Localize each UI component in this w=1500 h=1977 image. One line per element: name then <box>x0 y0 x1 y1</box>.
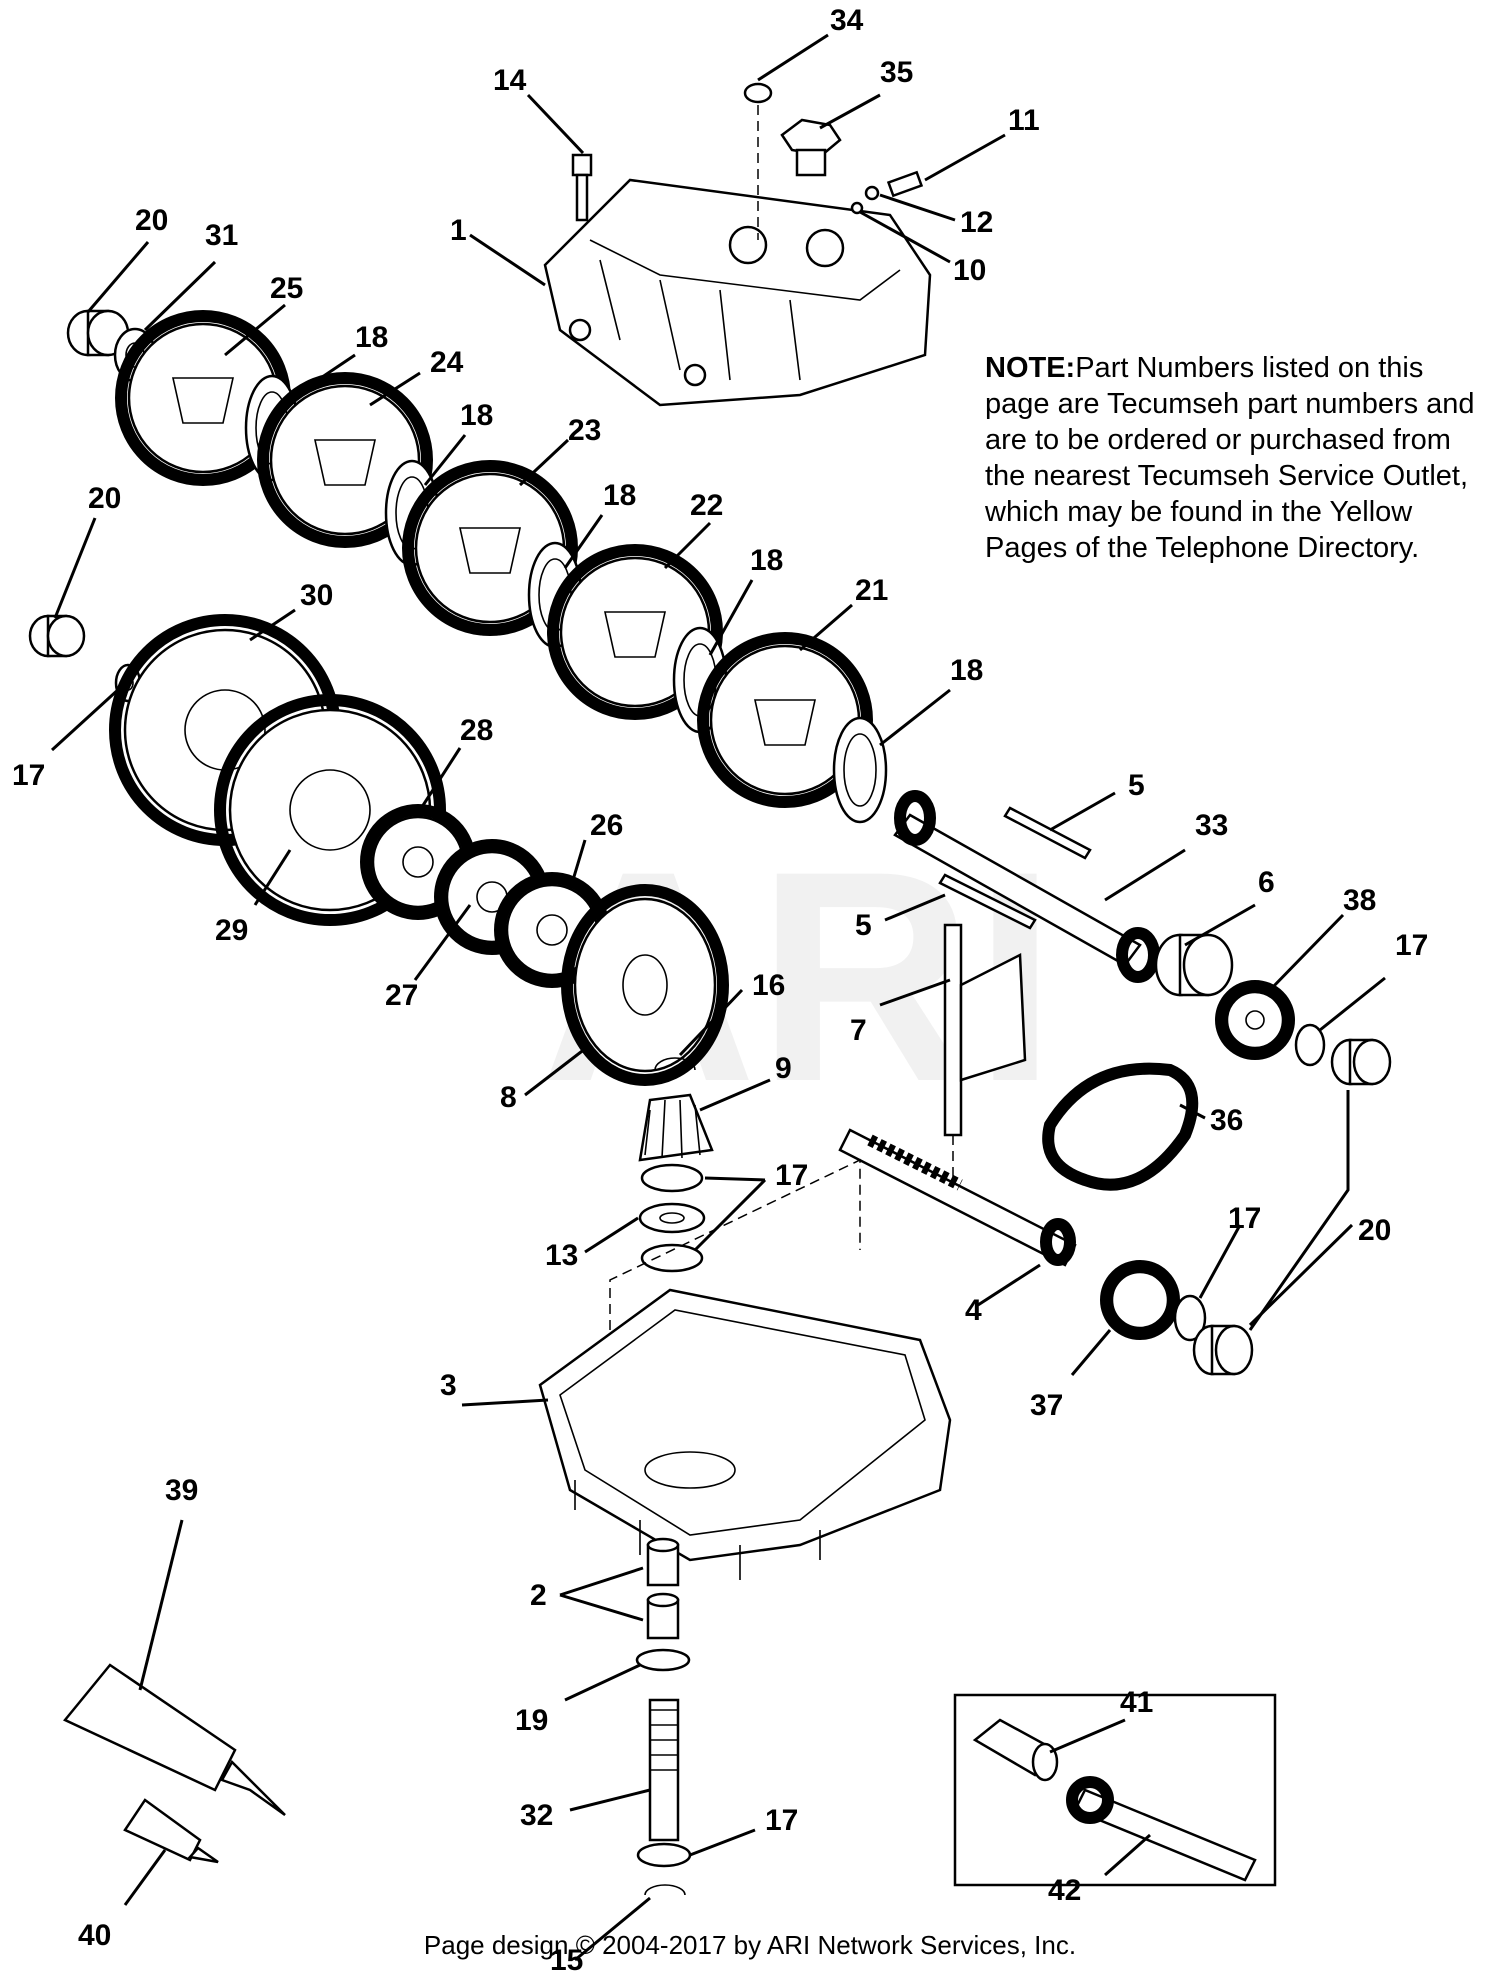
chain-36 <box>1042 1062 1199 1191</box>
washer-17-bottom <box>636 1842 692 1868</box>
bevel-pinion-9 <box>638 1093 714 1162</box>
callout-40: 40 <box>78 1919 111 1952</box>
callout-5-top: 5 <box>1128 769 1145 802</box>
callout-16: 16 <box>752 969 785 1002</box>
callout-1: 1 <box>450 214 467 247</box>
bevel-gear-8 <box>561 884 729 1086</box>
callout-10: 10 <box>953 254 986 287</box>
nut-34 <box>743 82 773 104</box>
callout-17-center: 17 <box>775 1159 808 1192</box>
callout-41: 41 <box>1120 1686 1153 1719</box>
shaft-4 <box>838 1128 1077 1267</box>
washer-17-lower <box>1173 1294 1207 1342</box>
housing-cover <box>543 178 932 407</box>
callout-17-right: 17 <box>1395 929 1428 962</box>
callout-25: 25 <box>270 272 303 305</box>
ball-10 <box>850 201 864 215</box>
plug-35 <box>780 118 842 177</box>
bushing-2-lower <box>646 1592 680 1640</box>
callout-20-top: 20 <box>135 204 168 237</box>
callout-36: 36 <box>1210 1104 1243 1137</box>
callout-2: 2 <box>530 1579 547 1612</box>
callout-21: 21 <box>855 574 888 607</box>
shaft-42 <box>1066 1776 1257 1882</box>
housing-case <box>538 1288 952 1580</box>
sprocket-37 <box>1100 1260 1180 1340</box>
callout-31: 31 <box>205 219 238 252</box>
o-ring-19 <box>635 1648 691 1672</box>
snap-ring-16 <box>654 1057 696 1071</box>
callout-34: 34 <box>830 4 864 37</box>
callout-20-lower: 20 <box>1358 1214 1391 1247</box>
washer-17-b <box>640 1243 704 1273</box>
shaft-32 <box>648 1698 680 1842</box>
callout-11: 11 <box>1008 104 1040 137</box>
sprocket-38 <box>1215 980 1295 1060</box>
washer-17-a <box>640 1163 704 1193</box>
callout-4: 4 <box>965 1294 982 1327</box>
callout-13: 13 <box>545 1239 578 1272</box>
washer-18-e <box>832 716 888 824</box>
callout-33: 33 <box>1195 809 1228 842</box>
callout-28: 28 <box>460 714 493 747</box>
callout-17-bottom: 17 <box>765 1804 798 1837</box>
callout-26: 26 <box>590 809 623 842</box>
callout-29: 29 <box>215 914 248 947</box>
note-text: NOTE:Part Numbers listed on this page ar… <box>985 350 1485 566</box>
callout-38: 38 <box>1343 884 1376 917</box>
copyright-footer: Page design © 2004-2017 by ARI Network S… <box>423 1930 1077 1960</box>
spring-12 <box>864 185 880 201</box>
note-label: NOTE: <box>985 352 1076 384</box>
callout-18-e: 18 <box>950 654 983 687</box>
callout-18-a: 18 <box>355 321 388 354</box>
callout-18-c: 18 <box>603 479 636 512</box>
callout-15: 15 <box>550 1944 583 1977</box>
callout-7: 7 <box>850 1014 867 1047</box>
bushing-2-upper <box>646 1537 680 1587</box>
callout-3: 3 <box>440 1369 457 1402</box>
callout-39: 39 <box>165 1474 198 1507</box>
callout-23: 23 <box>568 414 601 447</box>
callout-37: 37 <box>1030 1389 1063 1422</box>
washer-17-right <box>1294 1023 1326 1067</box>
fitting-11 <box>886 170 924 198</box>
bushing-20-right <box>1330 1038 1392 1086</box>
callout-18-d: 18 <box>750 544 783 577</box>
collar-6 <box>1154 933 1234 997</box>
thrust-bearing-13 <box>638 1202 706 1234</box>
bushing-20-lower <box>1192 1324 1254 1376</box>
leader-lines <box>50 33 1386 1962</box>
callout-20-mid: 20 <box>88 482 121 515</box>
callout-32: 32 <box>520 1799 553 1832</box>
callout-27: 27 <box>385 979 418 1012</box>
callout-30: 30 <box>300 579 333 612</box>
bolt-14 <box>571 153 593 222</box>
key-5-top <box>1003 806 1092 860</box>
callout-12: 12 <box>960 206 993 239</box>
callout-22: 22 <box>690 489 723 522</box>
callout-6: 6 <box>1258 866 1275 899</box>
callout-14: 14 <box>493 64 527 97</box>
callout-18-b: 18 <box>460 399 493 432</box>
clip-15 <box>644 1884 686 1896</box>
callout-17-lower: 17 <box>1228 1202 1261 1235</box>
shift-fork-7 <box>943 923 1027 1137</box>
callout-19: 19 <box>515 1704 548 1737</box>
shaft-33 <box>893 790 1160 983</box>
callout-17-mid: 17 <box>12 759 45 792</box>
callout-8: 8 <box>500 1081 517 1114</box>
key-5-lower <box>938 873 1037 930</box>
coupler-41 <box>972 1718 1059 1782</box>
callout-5-lower: 5 <box>855 909 872 942</box>
bushing-20-mid <box>28 614 86 658</box>
sealant-tube-39 <box>63 1663 286 1817</box>
callout-9: 9 <box>775 1052 792 1085</box>
callout-42: 42 <box>1048 1874 1081 1907</box>
note-body: Part Numbers listed on this page are Tec… <box>985 352 1475 564</box>
sealant-tube-40 <box>123 1798 219 1864</box>
callout-35: 35 <box>880 56 913 89</box>
callout-24: 24 <box>430 346 464 379</box>
